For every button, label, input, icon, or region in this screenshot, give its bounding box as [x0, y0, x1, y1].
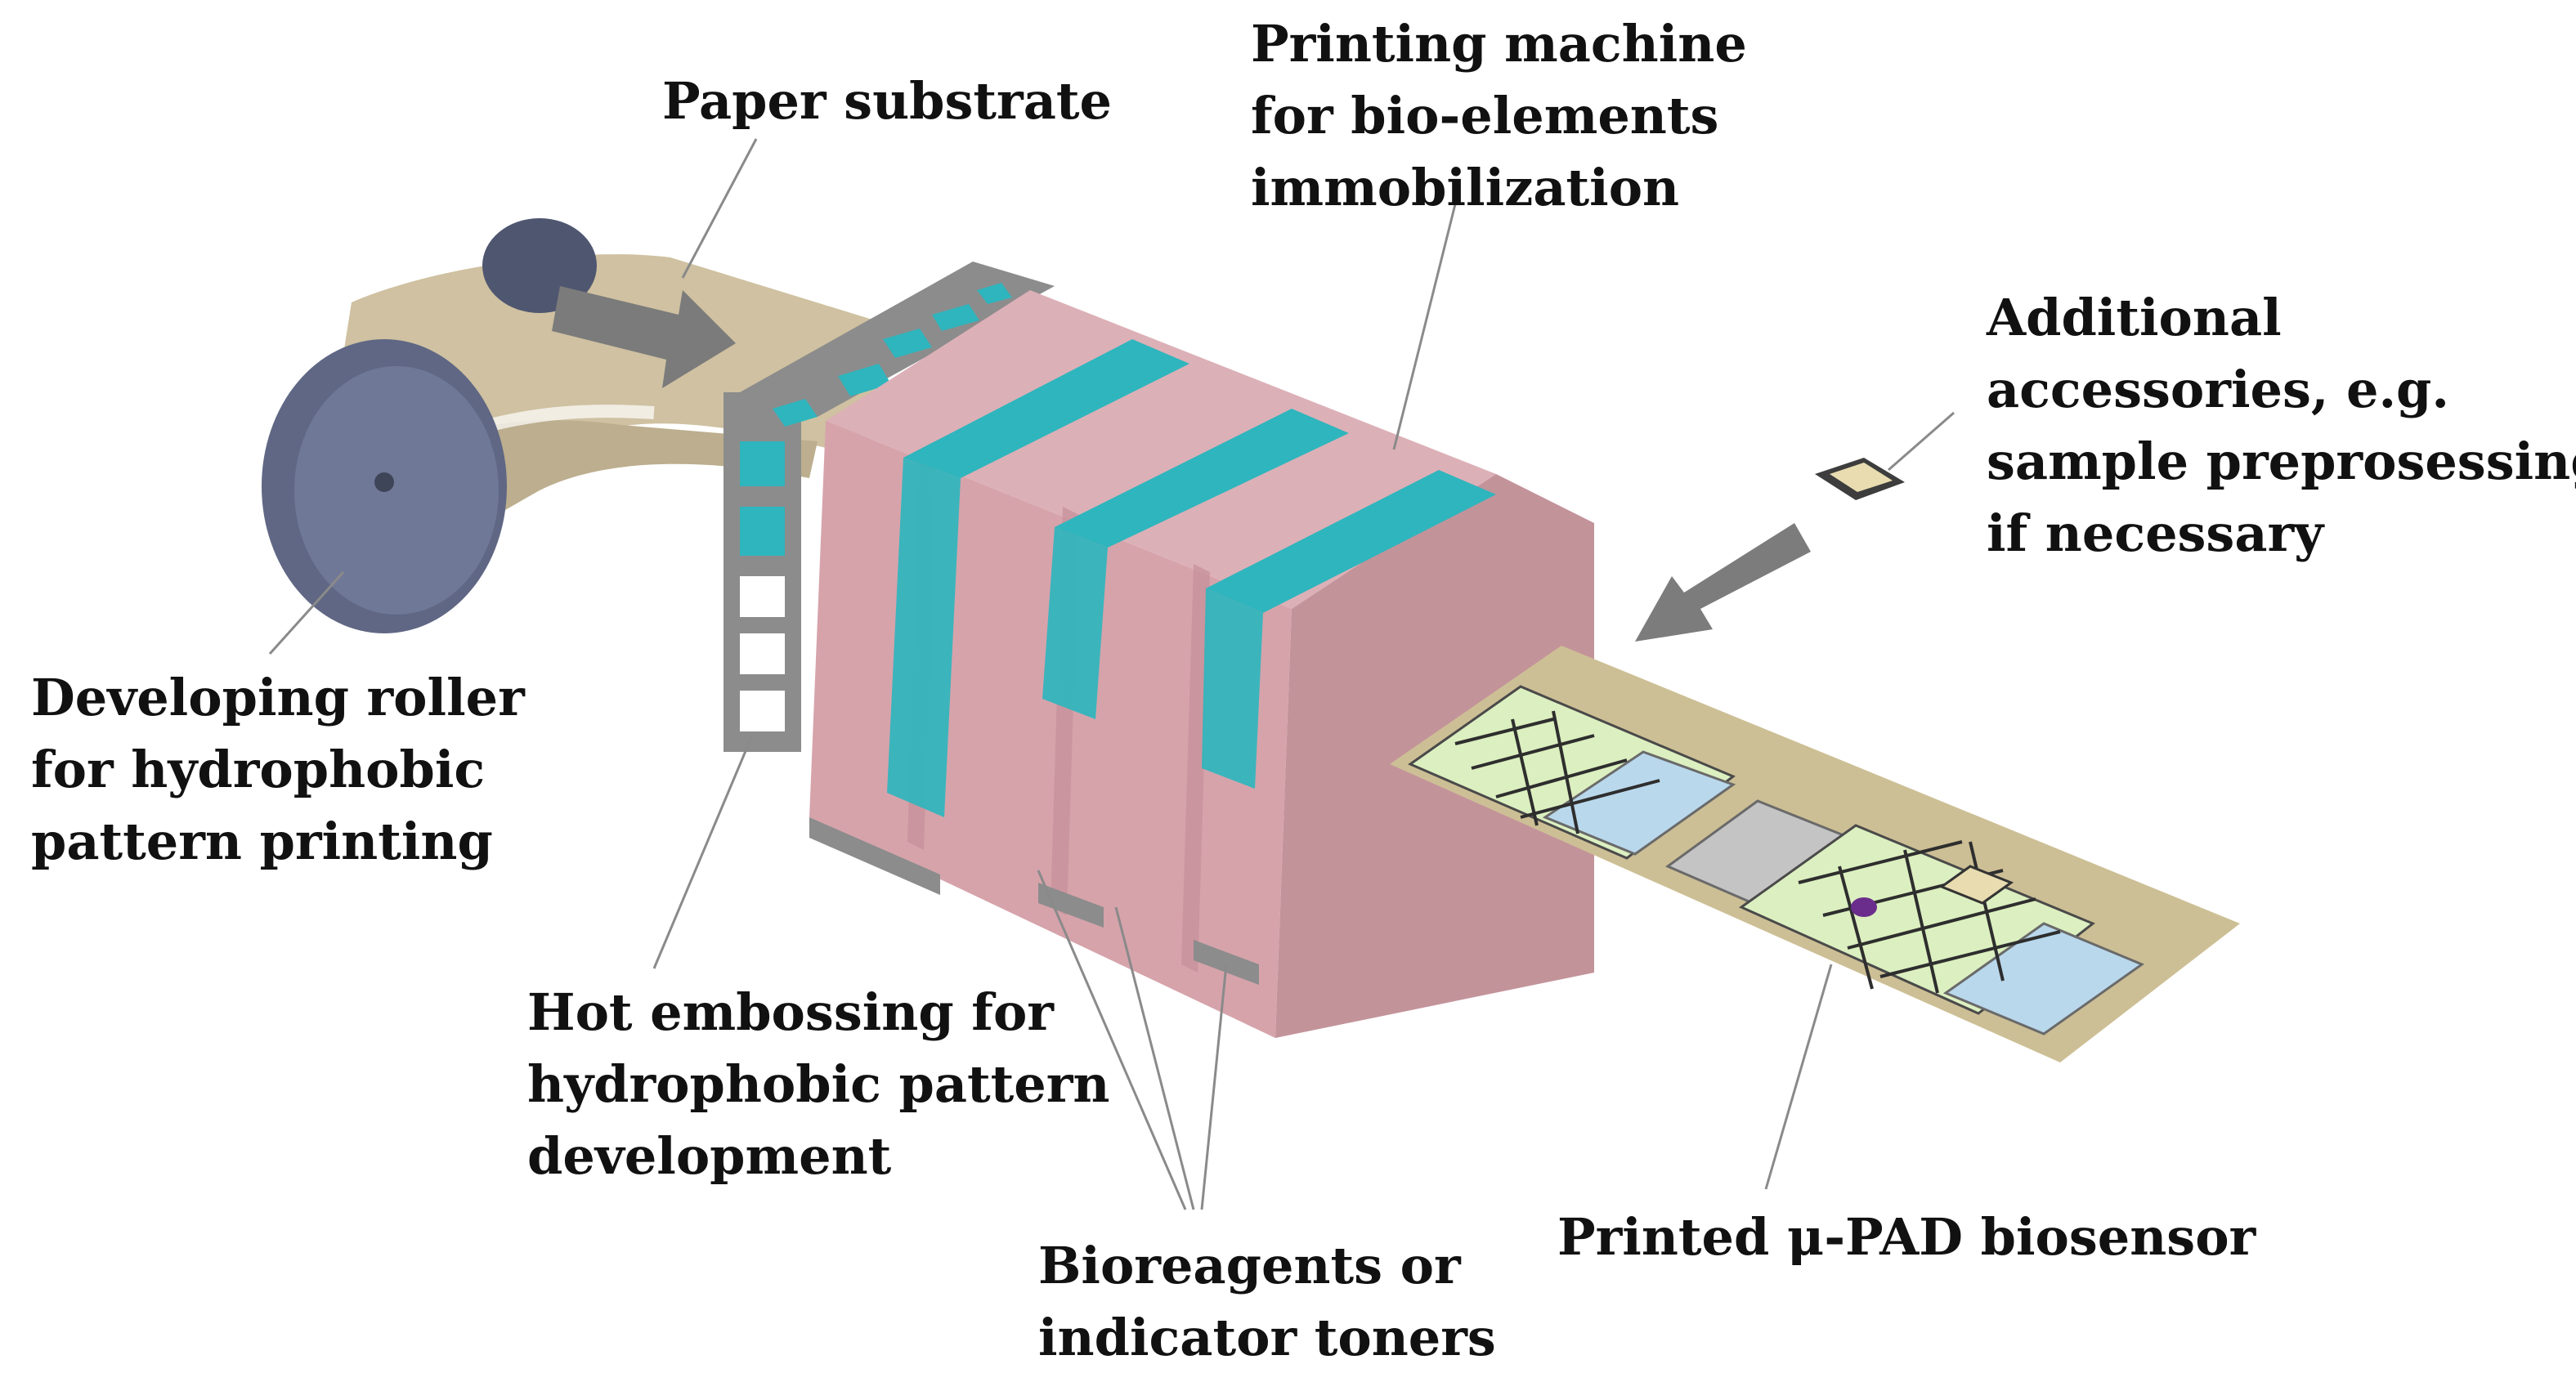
developing-roller — [262, 339, 507, 633]
foot-3 — [1194, 940, 1259, 985]
label-paper-substrate: Paper substrate — [662, 71, 1112, 131]
leader-bioreagents-1 — [1037, 870, 1187, 1210]
toner-band-3-top — [1206, 470, 1496, 613]
leader-printing-machine — [1392, 204, 1457, 450]
pad-reservoir-1 — [1542, 750, 1736, 856]
pad-sensor-chip — [1938, 865, 2014, 905]
frame-window-5 — [740, 691, 785, 731]
frame-window-3 — [740, 576, 785, 617]
cartridge-feet — [809, 817, 1259, 985]
frame-window-4 — [740, 633, 785, 674]
leader-paper-substrate — [681, 138, 758, 279]
foot-2 — [1038, 883, 1104, 928]
roller-disc-face — [294, 366, 499, 615]
pad-sample-spot — [1851, 897, 1877, 917]
toner-band-1-front — [887, 458, 961, 817]
pad-channels-1 — [1454, 710, 1660, 834]
label-bioreagents-line-1: Bioreagents or — [1038, 1236, 1461, 1295]
pad-reservoir-2 — [1942, 922, 2145, 1035]
label-printing-machine-line-1: Printing machine — [1251, 14, 1747, 74]
label-printing-machine-line-3: immobilization — [1251, 158, 1680, 217]
label-developing-roller-line-1: Developing roller — [31, 668, 525, 727]
frame-cell-3 — [883, 329, 932, 358]
label-hot-embossing-line-3: development — [527, 1126, 892, 1186]
feed-arrow — [552, 286, 736, 388]
label-printed-pad: Printed μ-PAD biosensor — [1557, 1207, 2256, 1267]
leader-accessories — [1888, 411, 1955, 472]
label-accessories-line-4: if necessary — [1987, 503, 2324, 563]
frame-window-2 — [740, 507, 785, 556]
toner-bands — [887, 339, 1496, 817]
frame-cell-1 — [773, 399, 818, 427]
insert-arrow — [1635, 523, 1811, 642]
label-developing-roller-line-2: for hydrophobic — [31, 740, 486, 799]
toner-band-1-top — [903, 339, 1189, 478]
roller-axle — [374, 472, 394, 492]
cartridge-divider-3 — [1181, 564, 1210, 973]
frame-cell-4 — [932, 304, 979, 331]
toner-band-2-top — [1055, 409, 1349, 548]
leader-developing-roller — [268, 570, 345, 655]
leader-lines — [268, 138, 1955, 1210]
paper-highlight — [489, 405, 655, 432]
label-accessories-line-3: sample preprosessing — [1987, 432, 2576, 491]
label-accessories-line-2: accessories, e.g. — [1987, 360, 2449, 419]
leader-printed-pad — [1764, 964, 1833, 1190]
frame-window-1 — [740, 441, 785, 486]
label-hot-embossing-line-1: Hot embossing for — [527, 982, 1054, 1042]
label-hot-embossing-line-2: hydrophobic pattern — [527, 1054, 1110, 1114]
frame-cell-2 — [838, 364, 891, 396]
label-bioreagents-line-2: indicator toners — [1038, 1308, 1496, 1367]
frame-cell-5 — [977, 283, 1012, 304]
label-printing-machine: Printing machine for bio-elements immobi… — [1251, 8, 1747, 224]
leader-hot-embossing — [652, 735, 754, 969]
toner-band-3-front — [1202, 588, 1263, 789]
foot-1 — [809, 817, 940, 895]
accessory-chip — [1815, 458, 1905, 500]
toner-band-2-front — [1042, 527, 1108, 719]
label-developing-roller-line-3: pattern printing — [31, 812, 493, 871]
label-developing-roller: Developing roller for hydrophobic patter… — [31, 662, 525, 878]
label-printing-machine-line-2: for bio-elements — [1251, 86, 1719, 145]
hot-embossing-frame — [724, 262, 1055, 752]
label-accessories: Additional accessories, e.g. sample prep… — [1987, 282, 2576, 570]
pad-channels-2 — [1798, 840, 2061, 994]
leader-bioreagents-3 — [1200, 964, 1228, 1210]
leader-bioreagents-2 — [1114, 906, 1195, 1210]
label-hot-embossing: Hot embossing for hydrophobic pattern de… — [527, 977, 1110, 1192]
label-accessories-line-1: Additional — [1987, 288, 2282, 347]
label-bioreagents: Bioreagents or indicator toners — [1038, 1230, 1496, 1374]
printed-pad-strip — [1390, 646, 2240, 1062]
accessory-chip-face — [1830, 463, 1893, 492]
